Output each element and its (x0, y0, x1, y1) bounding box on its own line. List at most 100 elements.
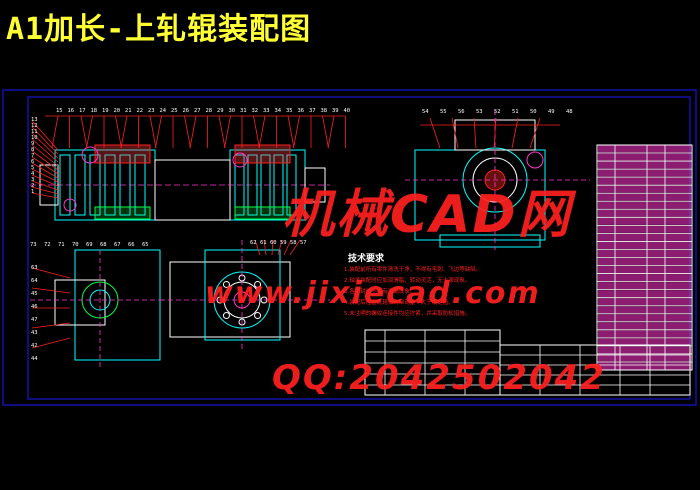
balloon-number: 34 (274, 108, 282, 114)
watermark-url: www.jixiecad.com (205, 276, 541, 311)
bearing-section (247, 154, 258, 216)
watermark-qq: QQ:2042502042 (272, 358, 606, 398)
balloon-number: 39 (332, 108, 339, 114)
balloon-number: 73 (30, 242, 37, 248)
balloon-number: 31 (240, 108, 247, 114)
leader-line (493, 117, 497, 149)
leader-line (80, 115, 88, 149)
shaft-end-right (304, 167, 326, 203)
balloon-number: 2 (31, 183, 35, 189)
balloon-number: 23 (148, 108, 155, 114)
balloon-number: 65 (142, 242, 149, 248)
leader-line (115, 115, 122, 149)
balloon-number: 49 (548, 109, 555, 115)
parts-list-row (598, 241, 691, 249)
balloon-number: 24 (159, 108, 167, 114)
balloon-number: 27 (194, 108, 201, 114)
leader-line (224, 115, 231, 149)
balloon-number: 71 (58, 242, 65, 248)
parts-list-row (598, 201, 691, 209)
leader-line (263, 239, 267, 256)
balloon-number: 45 (31, 291, 38, 297)
leader-line (31, 126, 59, 155)
end-view-housing (204, 249, 281, 341)
balloon-number: 42 (31, 343, 38, 349)
parts-list-row (598, 185, 691, 193)
leader-line (511, 117, 519, 149)
tech-requirement-line: 1.装配前所有零件清洗干净，不得有毛刺、飞边等缺陷。 (344, 267, 482, 273)
leader-line (31, 322, 71, 329)
bolt-circle (63, 198, 77, 212)
leader-line (31, 287, 71, 294)
balloon-number: 62 (250, 240, 257, 246)
leader-line (473, 117, 477, 149)
balloon-number: 29 (217, 108, 224, 114)
leader-line (31, 186, 59, 195)
leader-line (31, 132, 59, 159)
parts-list-row (598, 354, 691, 362)
parts-list-row (598, 338, 691, 346)
parts-list-row (598, 193, 691, 201)
balloon-number: 43 (31, 330, 38, 336)
parts-list-row (598, 169, 691, 177)
parts-list-row (598, 330, 691, 338)
end-view-frame (169, 261, 291, 338)
tech-requirement-line: 5.未注明的螺纹连接件均应拧紧，并采取防松措施。 (344, 311, 471, 317)
bearing-section (59, 154, 71, 216)
housing-lower-left (74, 249, 161, 361)
leader-line (31, 337, 71, 349)
parts-list-row (598, 161, 691, 169)
balloon-number: 6 (31, 159, 35, 165)
parts-list-row (598, 290, 691, 298)
parts-list-row (598, 298, 691, 306)
shaft-end-left (39, 164, 59, 206)
balloon-number: 20 (113, 108, 121, 114)
parts-list-row (598, 225, 691, 233)
balloon-number: 5 (31, 165, 35, 171)
leader-line (31, 120, 59, 151)
leader-line (293, 115, 300, 149)
leader-line (529, 117, 541, 149)
leader-line (253, 115, 260, 149)
bearing-section (286, 154, 297, 216)
balloon-number: 8 (31, 147, 35, 153)
leader-line (287, 115, 295, 149)
parts-list-row (598, 209, 691, 217)
parts-list-row (598, 314, 691, 322)
leader-line (327, 115, 335, 149)
balloon-number: 60 (270, 240, 277, 246)
balloon-number: 67 (114, 242, 121, 248)
leader-line (451, 117, 459, 149)
drawing-frame-inner (27, 96, 691, 400)
handwheel (526, 151, 544, 169)
balloon-number: 1 (31, 189, 35, 195)
parts-list-row (598, 322, 691, 330)
leader-line (31, 150, 59, 171)
tech-requirement-line: 3.各密封处不得有渗漏现象。 (344, 289, 416, 295)
balloon-number: 25 (171, 108, 178, 114)
balloon-number: 32 (251, 108, 259, 114)
balloon-number: 13 (31, 117, 38, 123)
bearing-section (234, 154, 245, 216)
bearing-cap-view (54, 279, 106, 326)
leader-line (86, 115, 93, 149)
balloon-number: 54 (422, 109, 429, 115)
hatched-section (94, 206, 151, 220)
balloon-number: 19 (102, 108, 109, 114)
tech-requirement-line: 4.装配后检查轧辊轴向窜动量不大于规定值。 (344, 300, 454, 306)
parts-list-row (598, 346, 691, 354)
balloon-number: 61 (260, 240, 267, 246)
balloon-number: 55 (440, 109, 447, 115)
balloon-number: 70 (72, 242, 79, 248)
balloon-number: 18 (90, 108, 98, 114)
balloon-number: 59 (280, 240, 287, 246)
parts-list-row (598, 233, 691, 241)
balloon-number: 68 (100, 242, 107, 248)
leader-line (120, 115, 128, 149)
balloon-number: 69 (86, 242, 93, 248)
balloon-number: 56 (458, 109, 465, 115)
hatched-section (234, 206, 291, 220)
balloon-number: 33 (263, 108, 270, 114)
